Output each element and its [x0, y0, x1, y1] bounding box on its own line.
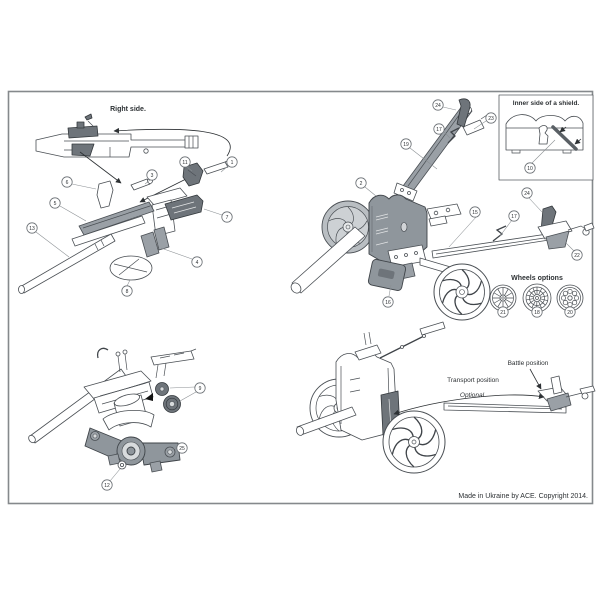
svg-text:4: 4: [196, 260, 199, 266]
wheel-option-perforated: [556, 284, 584, 312]
svg-text:8: 8: [126, 289, 129, 295]
pedestal-mount-assembly: [28, 347, 197, 473]
callout-3: 3: [146, 169, 158, 181]
callout-25: 25: [176, 442, 188, 454]
svg-text:2: 2: [360, 181, 363, 187]
svg-text:25: 25: [179, 446, 185, 452]
svg-text:16: 16: [385, 300, 391, 306]
svg-text:9: 9: [199, 386, 202, 392]
callout-22: 22: [571, 249, 583, 261]
svg-text:23: 23: [488, 116, 494, 122]
carriage-assembly: [290, 194, 595, 321]
callouts: 1 11 3 6 5 13 7 4 8 24 17 23 19 10 2 16 …: [26, 99, 583, 491]
svg-text:3: 3: [151, 173, 154, 179]
battle-position-label: Battle position: [508, 360, 549, 367]
carriage-right-wheel: [433, 263, 491, 321]
svg-text:5: 5: [54, 201, 57, 207]
callout-2: 2: [355, 177, 367, 189]
callout-12: 12: [101, 479, 113, 491]
callout-9: 9: [194, 382, 206, 394]
svg-text:15: 15: [472, 210, 478, 216]
svg-text:6: 6: [66, 180, 69, 186]
svg-text:13: 13: [29, 226, 35, 232]
callout-23: 23: [485, 112, 497, 124]
svg-text:24: 24: [435, 103, 441, 109]
inner-shield-label: Inner side of a shield.: [513, 100, 580, 107]
callout-10: 10: [524, 162, 536, 174]
callout-8: 8: [121, 285, 133, 297]
wheels-options-label: Wheels options: [511, 275, 563, 282]
transport-position-label: Transport position: [447, 377, 499, 384]
right-side-gun-view: [35, 113, 231, 203]
callout-1: 1: [226, 156, 238, 168]
callout-13: 13: [26, 222, 38, 234]
callout-19: 19: [400, 138, 412, 150]
callout-leaders: [35, 106, 575, 482]
svg-text:22: 22: [574, 253, 580, 259]
trail-leg-parts: [393, 98, 488, 202]
svg-text:7: 7: [226, 215, 229, 221]
callout-5: 5: [49, 197, 61, 209]
copyright-text: Made in Ukraine by ACE. Copyright 2014.: [458, 493, 588, 500]
wheels-options-group: Wheels options: [489, 275, 584, 313]
assembled-gun-positions: Battle position Transport position Optio…: [295, 321, 596, 474]
right-side-label: Right side.: [110, 106, 146, 113]
callout-7: 7: [221, 211, 233, 223]
shield-inset-box: Inner side of a shield.: [498, 94, 594, 181]
callout-4: 4: [191, 256, 203, 268]
wheel-option-spoked: [489, 284, 517, 312]
callout-wheel-18: 18: [531, 306, 543, 318]
callout-16: 16: [382, 296, 394, 308]
svg-text:1: 1: [231, 160, 234, 166]
svg-text:17: 17: [436, 127, 442, 133]
callout-17b: 17: [508, 210, 520, 222]
svg-text:18: 18: [534, 310, 540, 316]
svg-text:17: 17: [511, 214, 517, 220]
travel-lock-rod: [551, 125, 578, 151]
svg-text:19: 19: [403, 142, 409, 148]
breech-assembly-exploded: [18, 158, 232, 294]
callout-24a: 24: [432, 99, 444, 111]
optional-label: Optional: [460, 392, 485, 399]
callout-6: 6: [61, 176, 73, 188]
svg-text:12: 12: [104, 483, 110, 489]
callout-24b: 24: [521, 187, 533, 199]
assembled-front-wheel: [382, 410, 446, 474]
callout-11: 11: [179, 156, 191, 168]
svg-text:10: 10: [527, 166, 533, 172]
callout-15: 15: [469, 206, 481, 218]
callout-17a: 17: [433, 123, 445, 135]
callout-wheel-20: 20: [564, 306, 576, 318]
svg-text:24: 24: [524, 191, 530, 197]
callout-wheel-21: 21: [497, 306, 509, 318]
svg-text:20: 20: [567, 310, 573, 316]
svg-text:21: 21: [500, 310, 506, 316]
svg-text:11: 11: [182, 160, 187, 166]
